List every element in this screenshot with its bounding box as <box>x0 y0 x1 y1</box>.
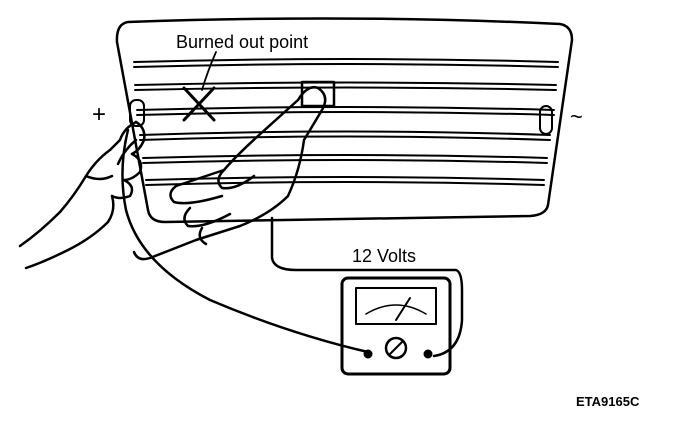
burned-out-x-mark-icon <box>182 86 216 122</box>
voltmeter-body <box>340 276 452 376</box>
minus-terminal-label: ~ <box>570 104 583 129</box>
left-hand-illustration <box>18 120 146 270</box>
burned-out-point-label: Burned out point <box>176 32 308 52</box>
positive-input-terminal-icon <box>423 349 433 359</box>
plus-terminal-label: + <box>92 101 106 128</box>
figure-code-label: ETA9165C <box>576 394 640 409</box>
selector-slot <box>389 341 403 355</box>
right-hand-illustration <box>132 86 327 261</box>
burned-out-leader-line <box>201 51 217 91</box>
voltmeter-scale <box>365 304 427 315</box>
positive-test-lead <box>121 128 370 354</box>
voltmeter-needle <box>395 297 411 321</box>
voltmeter-dial <box>355 287 437 325</box>
voltmeter <box>340 276 452 376</box>
heater-grid-lines <box>133 58 559 186</box>
negative-input-terminal-icon <box>363 349 373 359</box>
positive-terminal-connector <box>129 99 145 127</box>
negative-terminal-connector <box>539 105 553 135</box>
rear-window-glass <box>115 17 574 224</box>
voltmeter-selector-knob <box>384 336 408 360</box>
voltage-label: 12 Volts <box>352 246 416 266</box>
test-probe-pad <box>300 80 336 108</box>
negative-test-lead <box>270 216 464 358</box>
